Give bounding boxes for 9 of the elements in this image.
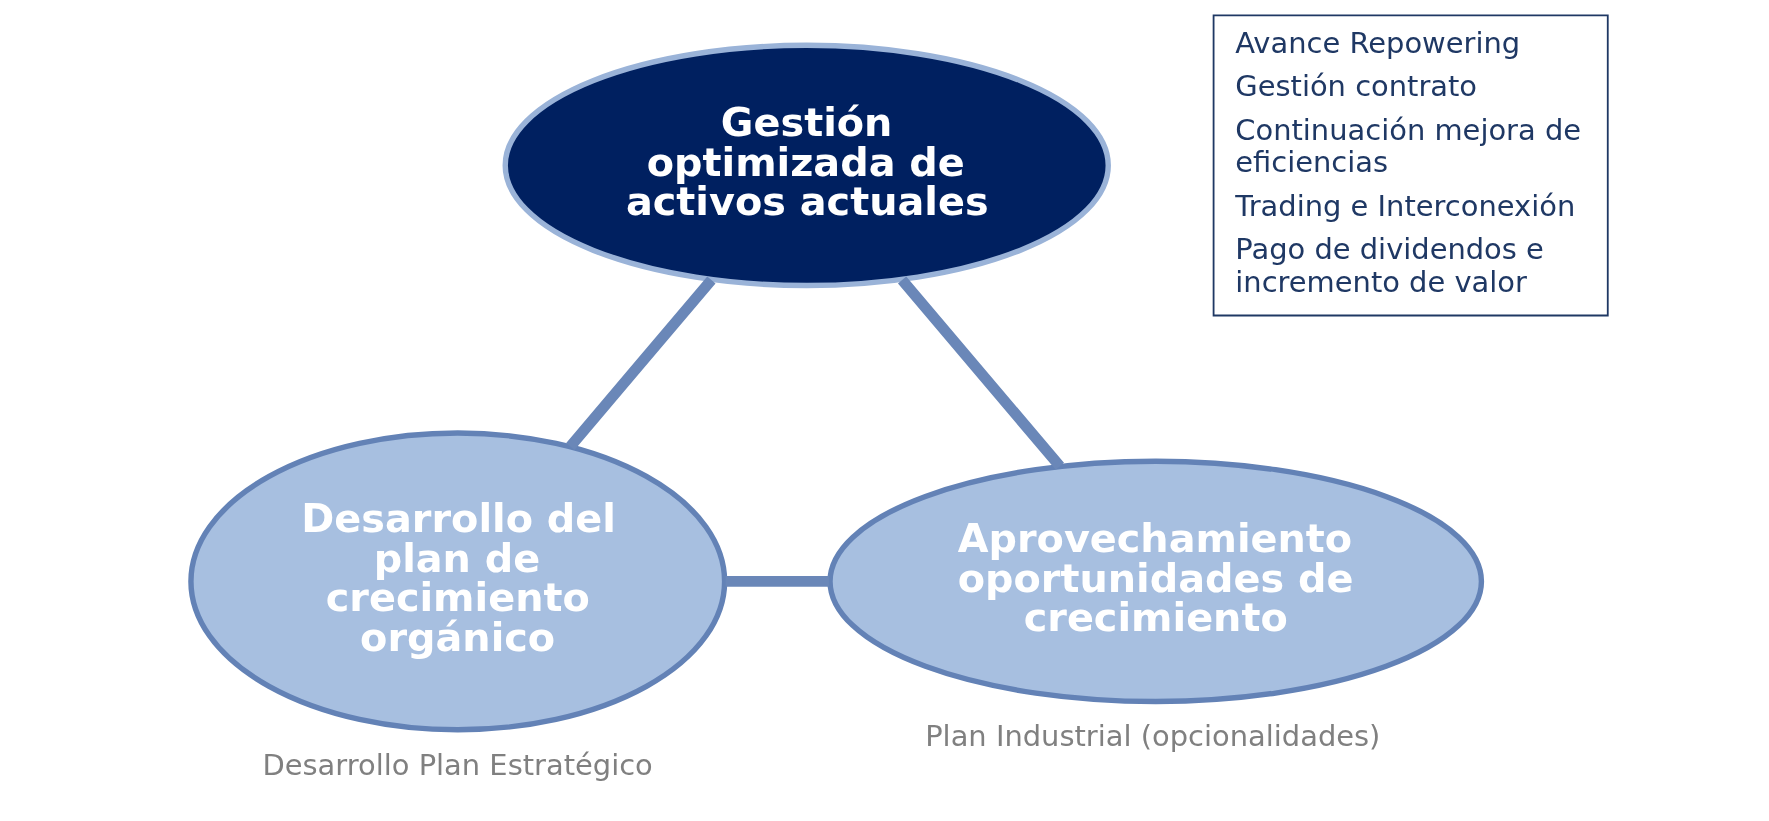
connector [566,276,716,451]
node-ellipse: Aprovechamiento oportunidades de crecimiento [827,458,1485,705]
node-ellipse: Desarrollo del plan de crecimiento orgánico [188,430,728,733]
node-box: Avance Repowering Gestión contrato Continuación mejora de eficiencias Trading e Interconexión Pago de dividendos e incremento de valor [1212,14,1609,317]
node-ellipse: Gestión optimizada de activos actuales [502,42,1111,289]
node-label: Plan Industrial (opcionalidades) [925,719,1381,754]
connector [897,276,1064,470]
node-label: Desarrollo Plan Estratégico [262,747,653,782]
connector [725,575,829,587]
